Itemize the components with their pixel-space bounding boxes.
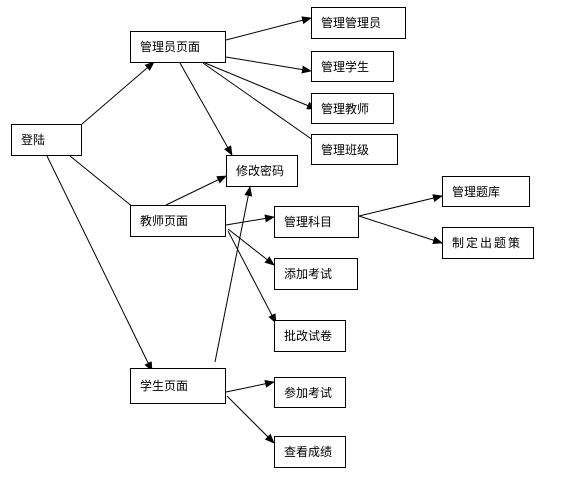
node-grade-papers: 批改试卷: [274, 320, 346, 352]
edge-student-page-to-view-scores: [226, 395, 275, 444]
node-login: 登陆: [11, 124, 82, 156]
node-manage-classes: 管理班级: [311, 134, 398, 165]
node-student-page: 学生页面: [130, 368, 226, 404]
edge-manage-subjects-to-manage-question-bank: [358, 194, 443, 217]
edge-admin-page-to-change-password: [179, 62, 233, 156]
edge-teacher-page-to-manage-subjects: [225, 214, 275, 226]
edge-admin-page-to-manage-admins: [225, 16, 312, 41]
node-manage-teachers: 管理教师: [311, 93, 394, 124]
edge-login-to-admin-page: [81, 61, 155, 125]
edge-teacher-page-to-grade-papers: [227, 230, 277, 324]
node-join-exam: 参加考试: [274, 377, 346, 408]
node-manage-admins: 管理管理员: [311, 7, 406, 39]
node-teacher-page: 教师页面: [130, 205, 226, 237]
edge-login-to-student-page: [46, 155, 153, 372]
node-view-scores: 查看成绩: [274, 436, 346, 468]
node-admin-page: 管理员页面: [130, 31, 226, 63]
edge-admin-page-to-manage-teachers: [204, 62, 317, 110]
edge-student-page-to-change-password: [214, 186, 253, 363]
node-manage-question-bank: 管理题库: [442, 176, 530, 207]
node-add-exam: 添加考试: [274, 258, 358, 290]
node-create-exam-strategy: 制定出题策: [442, 227, 534, 259]
edge-manage-subjects-to-create-exam-strategy: [358, 215, 443, 245]
node-manage-students: 管理学生: [311, 51, 394, 82]
node-change-password: 修改密码: [226, 155, 298, 187]
edge-admin-page-to-manage-students: [225, 56, 312, 74]
edge-admin-page-to-manage-classes: [202, 62, 321, 146]
edge-teacher-page-to-add-exam: [227, 228, 275, 266]
edge-teacher-page-to-change-password: [165, 175, 227, 206]
edge-student-page-to-join-exam: [225, 379, 275, 393]
node-manage-subjects: 管理科目: [274, 206, 359, 238]
